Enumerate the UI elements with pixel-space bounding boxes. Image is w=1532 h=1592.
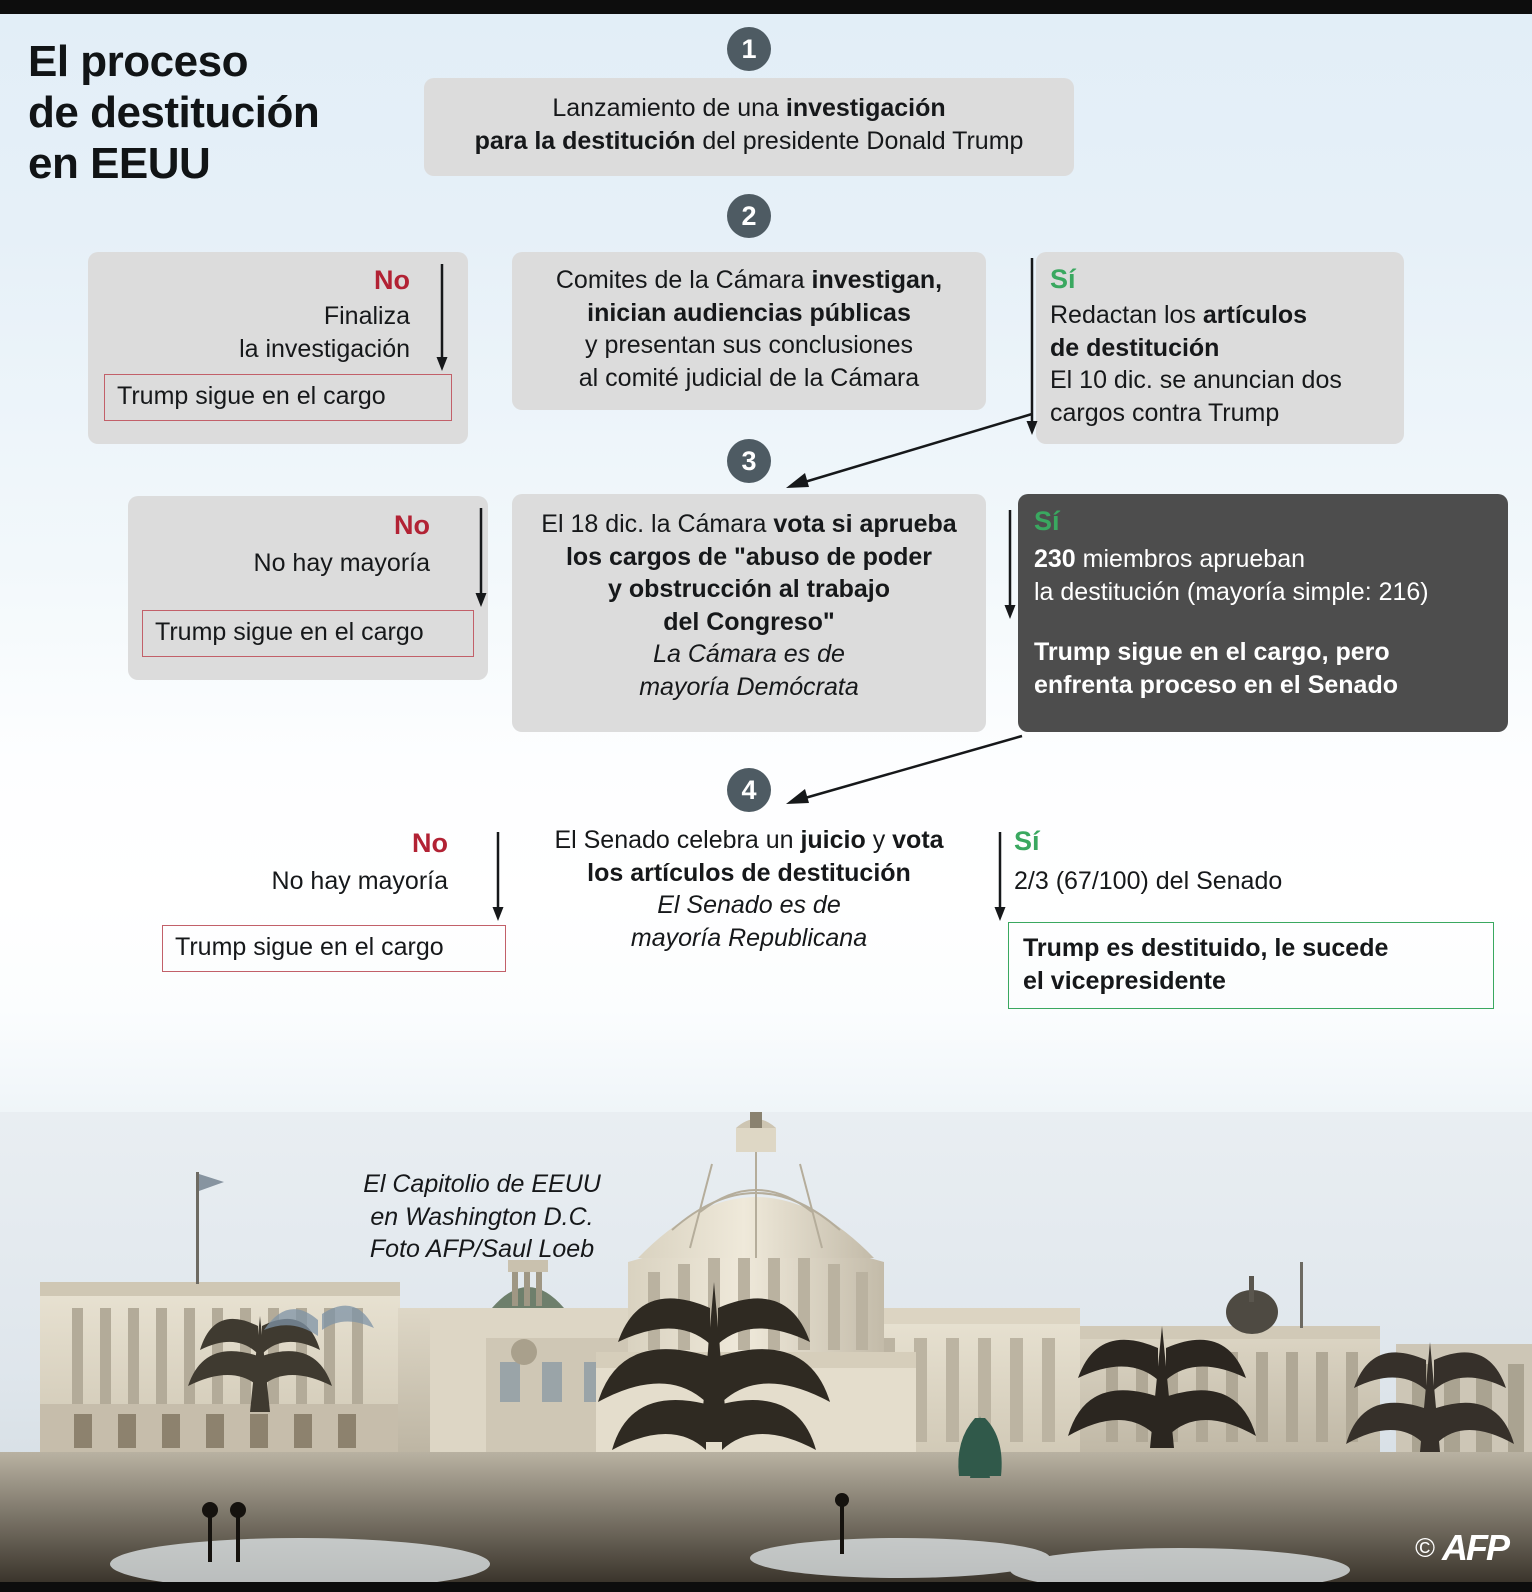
step-2-yes-label: Sí <box>1050 264 1076 294</box>
page-title: El proceso de destitución en EEUU <box>28 37 320 189</box>
photo-caption: El Capitolio de EEUU en Washington D.C. … <box>363 1170 601 1263</box>
step-3-no-text: No hay mayoría <box>253 549 430 578</box>
step-2-to-3-connector <box>786 412 1033 488</box>
step-3-to-4-connector <box>786 734 1023 804</box>
capitol-illustration <box>0 1112 1532 1582</box>
copyright-icon: © <box>1415 1532 1435 1563</box>
step-4-no-group: No No hay mayoría <box>160 826 504 898</box>
step-4-no-label: No <box>412 828 448 858</box>
step-4-yes-group: Sí 2/3 (67/100) del Senado <box>1014 824 1494 898</box>
step-badge-4: 4 <box>727 768 771 812</box>
step-3-yes-arrow <box>1004 510 1016 619</box>
step-2-main-box: Comites de la Cámara investigan,inician … <box>512 252 986 410</box>
step-4-yes-label: Sí <box>1014 826 1040 856</box>
step-2-no-text: Finaliza la investigación <box>239 302 410 363</box>
step-2-no-label: No <box>374 265 410 295</box>
step-badge-3: 3 <box>727 439 771 483</box>
step-4-no-arrow <box>492 832 504 921</box>
bottom-black-bar <box>0 1582 1532 1592</box>
step-3-yes-label: Sí <box>1034 506 1060 536</box>
step-4-no-outcome: Trump sigue en el cargo <box>162 925 506 972</box>
step-3-no-arrow <box>475 508 487 607</box>
top-black-bar <box>0 0 1532 14</box>
step-4-yes-text: 2/3 (67/100) del Senado <box>1014 867 1283 896</box>
step-2-no-box: No Finaliza la investigación Trump sigue… <box>88 252 468 444</box>
step-badge-2: 2 <box>727 194 771 238</box>
step-4-no-text: No hay mayoría <box>271 867 448 896</box>
step-2-yes-arrow <box>1026 258 1038 435</box>
step-4-yes-arrow <box>994 832 1006 921</box>
capitol-photo <box>0 1112 1532 1582</box>
step-2-main-text: Comites de la Cámara investigan,inician … <box>555 266 943 392</box>
step-3-no-label: No <box>394 510 430 540</box>
afp-credit: © AFP <box>1415 1527 1510 1568</box>
step-2-no-arrow <box>436 264 448 371</box>
step-3-no-outcome: Trump sigue en el cargo <box>142 610 474 657</box>
step-2-no-outcome: Trump sigue en el cargo <box>104 374 452 421</box>
step-badge-1: 1 <box>727 27 771 71</box>
afp-logo: AFP <box>1442 1527 1510 1568</box>
step-3-no-box: No No hay mayoría Trump sigue en el carg… <box>128 496 488 680</box>
